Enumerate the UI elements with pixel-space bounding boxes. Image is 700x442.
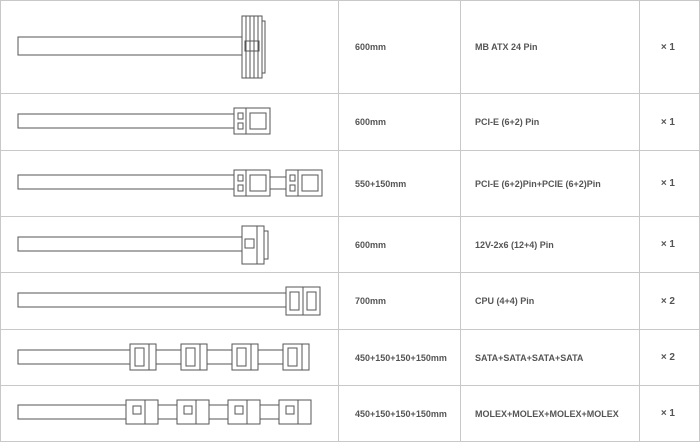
table-row: 600mm PCI-E (6+2) Pin × 1 xyxy=(0,93,700,150)
connector-name: PCI-E (6+2)Pin+PCIE (6+2)Pin xyxy=(460,151,639,216)
cable-illustration xyxy=(0,273,338,329)
cable-illustration xyxy=(0,386,338,441)
cable-quantity: × 2 xyxy=(639,273,700,329)
table-row: 450+150+150+150mm MOLEX+MOLEX+MOLEX+MOLE… xyxy=(0,385,700,442)
table-row: 600mm 12V-2x6 (12+4) Pin × 1 xyxy=(0,216,700,272)
connector-name: SATA+SATA+SATA+SATA xyxy=(460,330,639,385)
cable-length: 700mm xyxy=(338,273,460,329)
atx-24pin-connector-icon xyxy=(17,15,266,79)
cable-length: 600mm xyxy=(338,1,460,93)
cable-length: 550+150mm xyxy=(338,151,460,216)
cpu-4-4-connector-icon xyxy=(17,286,321,316)
table-row: 550+150mm PCI-E (6+2)Pin+PCIE (6+2)Pin ×… xyxy=(0,150,700,216)
cable-length: 450+150+150+150mm xyxy=(338,330,460,385)
cable-length: 600mm xyxy=(338,94,460,150)
connector-name: MB ATX 24 Pin xyxy=(460,1,639,93)
cable-illustration xyxy=(0,330,338,385)
cable-quantity: × 1 xyxy=(639,94,700,150)
cable-illustration xyxy=(0,1,338,93)
molex-chain-connector-icon xyxy=(17,399,312,425)
cable-illustration xyxy=(0,151,338,216)
sata-chain-connector-icon xyxy=(17,343,310,371)
cable-illustration xyxy=(0,217,338,272)
cable-length: 600mm xyxy=(338,217,460,272)
cable-quantity: × 1 xyxy=(639,217,700,272)
cable-quantity: × 2 xyxy=(639,330,700,385)
table-row: 450+150+150+150mm SATA+SATA+SATA+SATA × … xyxy=(0,329,700,385)
cable-quantity: × 1 xyxy=(639,151,700,216)
connector-name: PCI-E (6+2) Pin xyxy=(460,94,639,150)
cable-quantity: × 1 xyxy=(639,386,700,441)
table-row: 600mm MB ATX 24 Pin × 1 xyxy=(0,0,700,93)
connector-name: CPU (4+4) Pin xyxy=(460,273,639,329)
table-row: 700mm CPU (4+4) Pin × 2 xyxy=(0,272,700,329)
connector-name: 12V-2x6 (12+4) Pin xyxy=(460,217,639,272)
cable-length: 450+150+150+150mm xyxy=(338,386,460,441)
connector-name: MOLEX+MOLEX+MOLEX+MOLEX xyxy=(460,386,639,441)
12v-2x6-connector-icon xyxy=(17,225,269,265)
cable-quantity: × 1 xyxy=(639,1,700,93)
cable-illustration xyxy=(0,94,338,150)
dual-pcie-connector-icon xyxy=(17,169,323,197)
pcie-6-2-connector-icon xyxy=(17,107,271,135)
